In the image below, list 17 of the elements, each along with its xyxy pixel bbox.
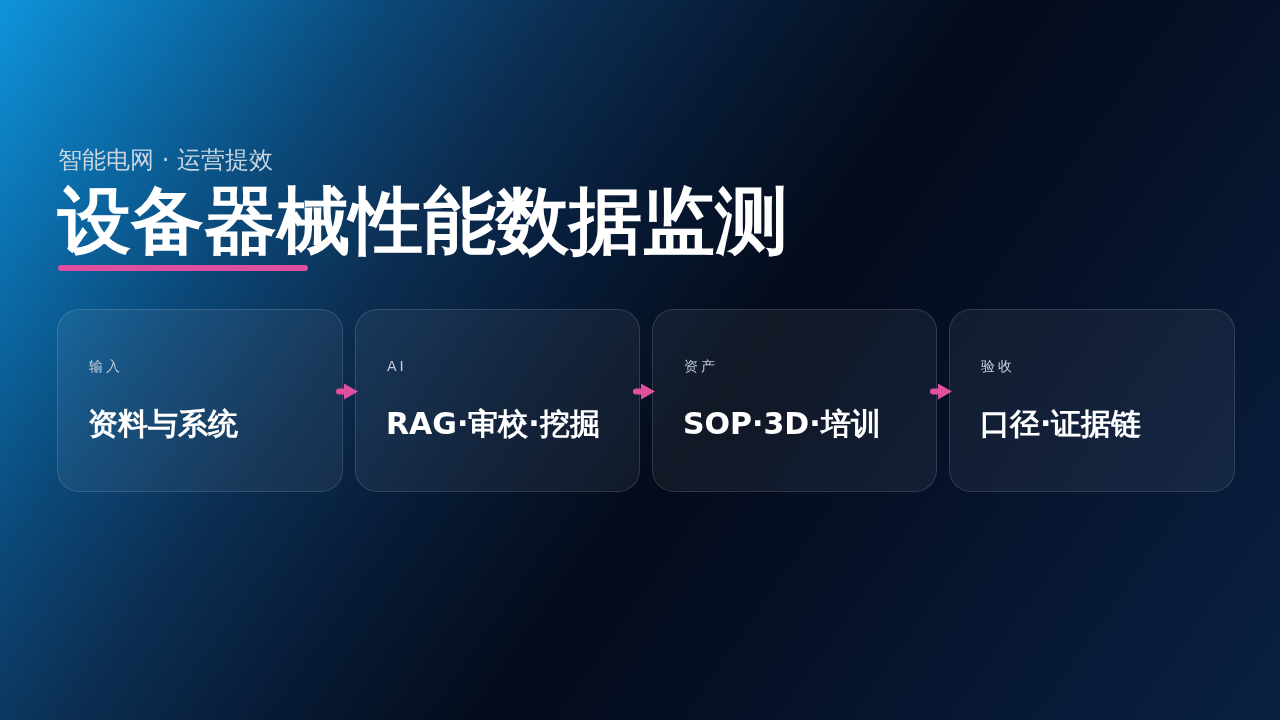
arrow: [930, 383, 955, 400]
process-card: [57, 309, 343, 492]
step-title: RAG·审校·挖掘: [386, 406, 600, 442]
step-title: 口径·证据链: [980, 406, 1142, 442]
arrow: [336, 383, 361, 400]
process-card: [652, 309, 937, 492]
step-label: 验收: [981, 358, 1015, 375]
process-card: [949, 309, 1235, 492]
step-title: 资料与系统: [88, 406, 238, 442]
step-title: SOP·3D·培训: [683, 406, 881, 442]
process-card: [355, 309, 640, 492]
step-label: 资产: [684, 358, 718, 375]
title: 设备器械性能数据监测: [58, 184, 788, 257]
arrow: [633, 383, 658, 400]
step-label: 输入: [89, 358, 123, 375]
step-label: AI: [387, 358, 407, 375]
subtitle: 智能电网 · 运营提效: [58, 146, 273, 175]
